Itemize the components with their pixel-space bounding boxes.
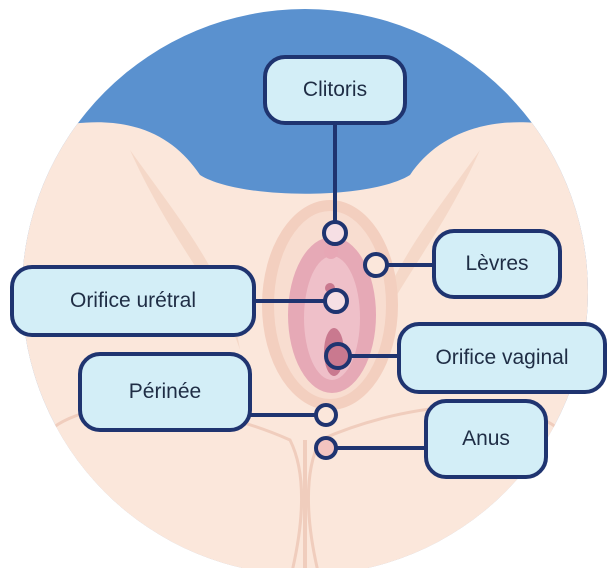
marker-perinee (316, 405, 336, 425)
label-orifice-vaginal-text: Orifice vaginal (435, 346, 568, 370)
marker-vaginal (326, 344, 350, 368)
label-orifice-uretral-text: Orifice urétral (70, 289, 196, 313)
label-clitoris-text: Clitoris (303, 78, 367, 102)
label-anus: Anus (424, 399, 548, 479)
label-orifice-vaginal: Orifice vaginal (397, 322, 607, 394)
label-clitoris: Clitoris (263, 55, 407, 125)
label-perinee: Périnée (78, 352, 252, 432)
label-anus-text: Anus (462, 427, 510, 451)
label-levres-text: Lèvres (465, 252, 528, 276)
marker-uretral (325, 290, 347, 312)
marker-anus (316, 438, 336, 458)
label-orifice-uretral: Orifice urétral (10, 265, 256, 337)
marker-clitoris (324, 222, 346, 244)
label-levres: Lèvres (432, 229, 562, 299)
clitoris-shape (324, 245, 338, 259)
marker-levres (365, 254, 387, 276)
label-perinee-text: Périnée (129, 380, 201, 404)
